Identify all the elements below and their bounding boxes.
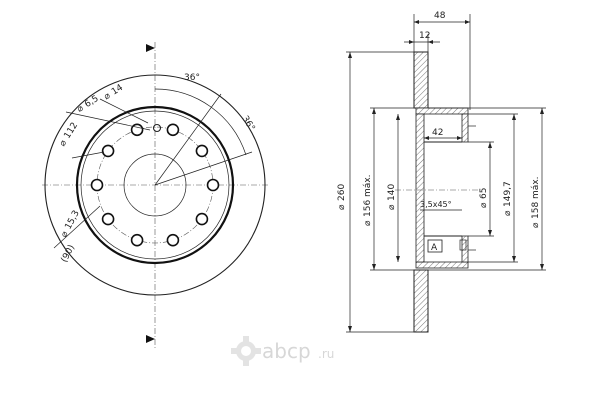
spigot-label: 15,3 [64,209,82,231]
center-bore-label: 65 [479,188,489,199]
watermark-brand: abcp [262,339,311,363]
leader-spigot [53,205,101,249]
stud-hole [101,144,115,158]
angle-ref-line-1 [154,93,222,186]
watermark: abcp .ru [231,336,334,366]
svg-text:⌀: ⌀ [363,220,373,226]
section-arrow-bottom [146,335,155,343]
stud-hole [166,233,180,247]
disc-thickness-label: 12 [419,31,430,41]
side-view: 48 12 42 3,5x45° A [337,11,546,333]
stud-hole [166,123,180,137]
stud-hole [101,212,115,226]
front-view: 36° 36° ⌀ 14 ⌀ 6,5 ⌀ 112 (90) ⌀ 15,3 [42,42,270,350]
section-arrow-top [146,44,155,52]
hat-bottom-flange [415,261,469,269]
chamfer-label: 3,5x45° [420,200,452,209]
watermark-logo-icon [231,336,261,366]
locating-hole [152,123,162,133]
small-hole-symbol: ⌀ [76,103,86,115]
angle-label-1: 36° [184,73,200,83]
friction-ring-inner-edge [75,105,235,265]
svg-text:⌀: ⌀ [531,222,541,228]
hub-face-top [461,113,469,143]
svg-text:⌀: ⌀ [387,204,397,210]
small-hole-label: 6,5 [83,94,100,110]
stud-hole [130,233,144,247]
hat-top-flange [415,107,469,115]
spigot-symbol: ⌀ [59,229,71,239]
angle-label-2: 36° [239,114,256,133]
hat-wall [415,113,425,263]
hat-edge [80,110,230,260]
inner-friction-dia-label: 156 máx. [363,174,373,217]
hat-depth-label: 42 [432,128,443,138]
outer-friction-dia-label: 158 máx. [531,176,541,219]
outer-diameter-label: 260 [337,184,347,201]
center-bore [123,153,187,217]
hole-dia-label: 14 [110,83,125,98]
hat-diameter-label: 140 [387,184,397,201]
angle-arc-2 [210,106,247,156]
leader-small-hole [65,111,151,131]
bore-label: (90) [60,243,78,264]
outer-disc-edge [44,74,266,296]
stud-hole [130,123,144,137]
datum-marker [459,239,467,251]
mount-dia-label: 149,7 [503,181,513,207]
stud-hole [195,212,209,226]
datum-label: A [431,243,438,253]
stud-hole [90,178,104,192]
hole-dia-symbol: ⌀ [102,91,112,103]
leader-hole-dia [99,98,149,124]
svg-text:⌀: ⌀ [479,202,489,208]
angle-ref-line-2 [154,151,253,186]
pcd-label: 112 [63,121,81,141]
svg-text:⌀: ⌀ [337,204,347,210]
angle-arc-1 [154,88,212,108]
datum-box [427,239,443,253]
leader-pcd [71,151,105,159]
hub-face-bottom [461,235,469,263]
overall-width-label: 48 [434,11,446,21]
stud-holes [90,123,220,247]
stud-hole [195,144,209,158]
svg-text:⌀: ⌀ [503,210,513,216]
stud-hole [206,178,220,192]
disc-section-top [413,51,429,109]
pcd-symbol: ⌀ [58,138,70,148]
watermark-tld: .ru [318,347,334,361]
disc-section-bottom [413,269,429,333]
